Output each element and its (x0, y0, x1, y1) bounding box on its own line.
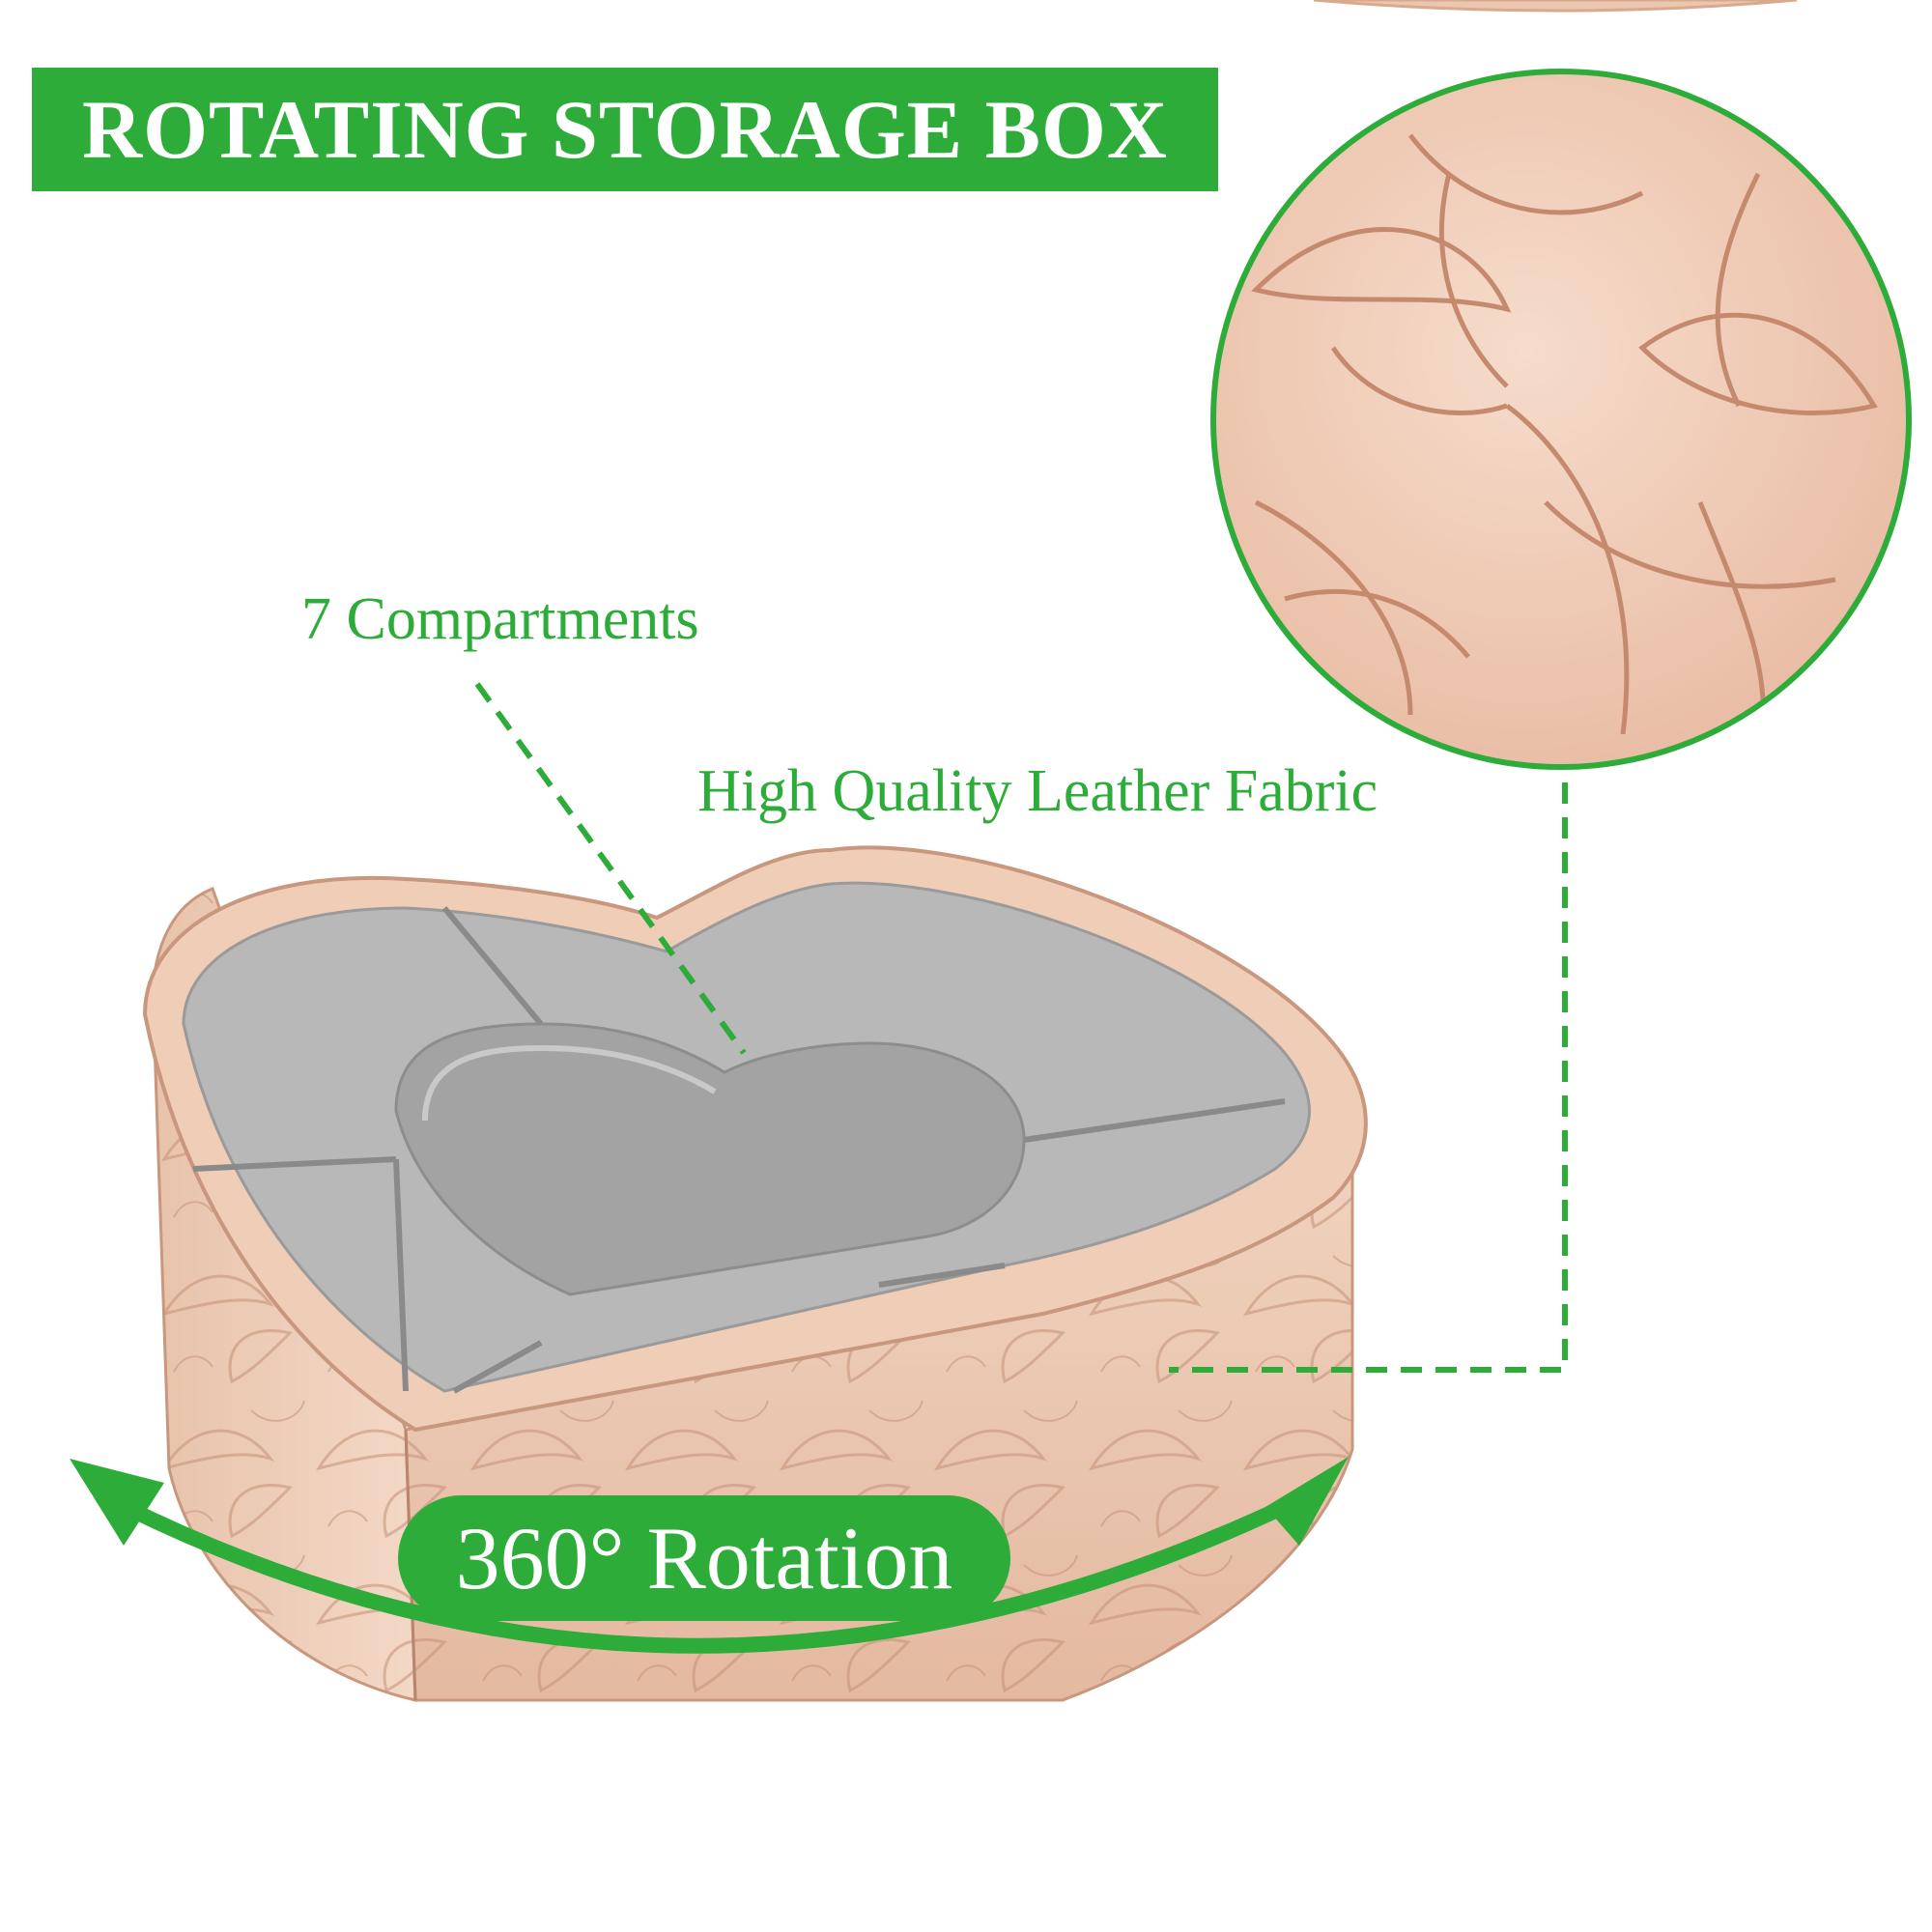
double-headed-curved-arrow-icon (70, 1457, 1349, 1654)
leather-label: High Quality Leather Fabric (697, 758, 1378, 824)
leather-texture-swatch (1210, 69, 1912, 770)
compartments-label: 7 Compartments (301, 586, 699, 652)
rotation-label: 360° Rotation (455, 1509, 953, 1607)
page-title: ROTATING STORAGE BOX (82, 83, 1168, 176)
rotation-badge: 360° Rotation (398, 1495, 1010, 1621)
leather-leader-line (1169, 782, 1568, 1373)
heart-storage-box (142, 845, 1368, 1719)
title-banner: ROTATING STORAGE BOX (32, 68, 1218, 191)
compartments-leader-line (474, 682, 747, 1055)
top-swatch-edge (1313, 0, 1798, 13)
